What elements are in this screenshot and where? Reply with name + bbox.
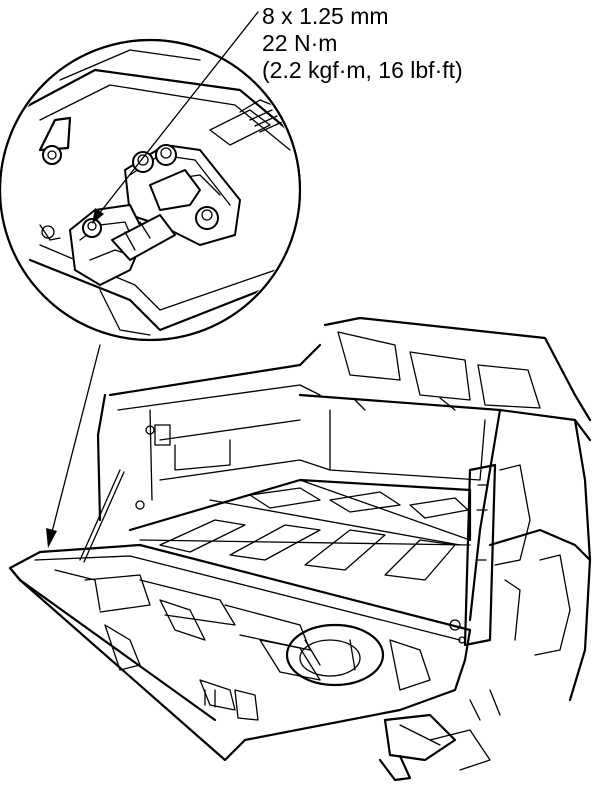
zoom-arrowhead xyxy=(46,528,57,548)
truck-bed xyxy=(8,316,592,782)
leader-lines xyxy=(46,11,259,548)
torque-alt-label: (2.2 kgf·m, 16 lbf·ft) xyxy=(262,57,463,83)
bolt-size-label: 8 x 1.25 mm xyxy=(262,3,389,29)
callout-arrowhead xyxy=(92,208,104,224)
torque-nm-label: 22 N·m xyxy=(262,30,338,56)
detail-zoom-circle xyxy=(0,38,302,342)
